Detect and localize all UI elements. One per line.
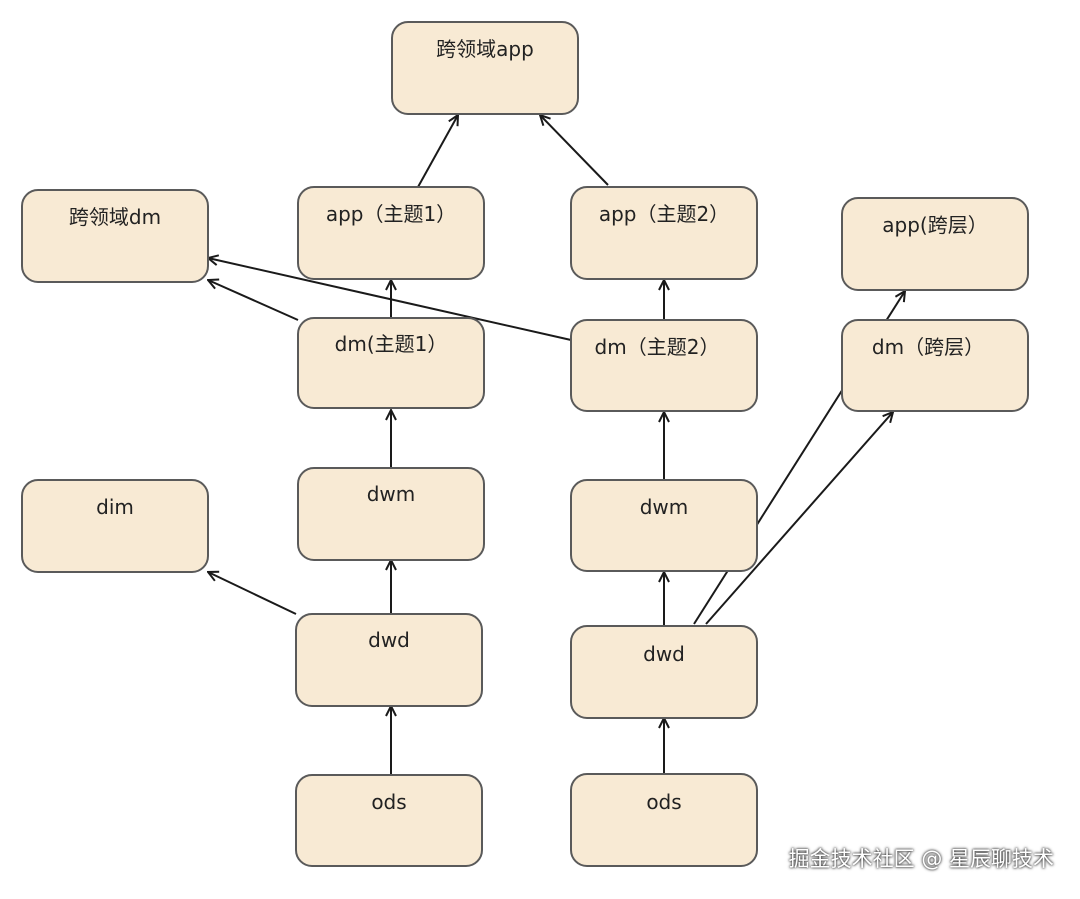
node-dm-cross-layer: dm（跨层） <box>841 319 1029 412</box>
node-dwm-1: dwm <box>297 467 485 561</box>
node-label: app（主题2） <box>599 202 729 226</box>
node-dwm-2: dwm <box>570 479 758 572</box>
node-label: app（主题1） <box>326 202 456 226</box>
node-label: ods <box>646 790 681 814</box>
node-label: 跨领域app <box>436 37 534 61</box>
node-app-topic1: app（主题1） <box>297 186 485 280</box>
node-label: dm（主题2） <box>595 335 720 359</box>
node-label: dwd <box>368 628 410 652</box>
node-dm-topic1: dm(主题1） <box>297 317 485 409</box>
node-label: dm（跨层） <box>872 335 984 359</box>
node-label: app(跨层） <box>882 213 987 237</box>
node-dim: dim <box>21 479 209 573</box>
node-cross-domain-dm: 跨领域dm <box>21 189 209 283</box>
edge-dm-topic2-to-cross-domain-dm <box>208 258 572 341</box>
edge-dwd1-to-dim <box>208 572 297 615</box>
edge-app-topic2-to-cross-domain-app <box>540 115 609 186</box>
node-dwd-1: dwd <box>295 613 483 707</box>
edge-dwd2-to-dm-cross-layer <box>705 412 893 625</box>
node-dwd-2: dwd <box>570 625 758 719</box>
watermark-text: 掘金技术社区 @ 星辰聊技术 <box>788 847 1054 871</box>
node-label: dim <box>96 495 134 519</box>
node-cross-domain-app: 跨领域app <box>391 21 579 115</box>
node-dm-topic2: dm（主题2） <box>570 319 758 412</box>
node-ods-1: ods <box>295 774 483 867</box>
node-label: dwm <box>640 495 689 519</box>
node-ods-2: ods <box>570 773 758 867</box>
node-app-cross-layer: app(跨层） <box>841 197 1029 291</box>
node-label: ods <box>371 790 406 814</box>
node-label: 跨领域dm <box>69 205 161 229</box>
edge-app-topic1-to-cross-domain-app <box>417 115 458 188</box>
node-label: dm(主题1） <box>335 332 448 356</box>
node-app-topic2: app（主题2） <box>570 186 758 280</box>
node-label: dwd <box>643 642 685 666</box>
node-label: dwm <box>367 482 416 506</box>
edge-dm-topic1-to-cross-domain-dm <box>208 280 299 321</box>
